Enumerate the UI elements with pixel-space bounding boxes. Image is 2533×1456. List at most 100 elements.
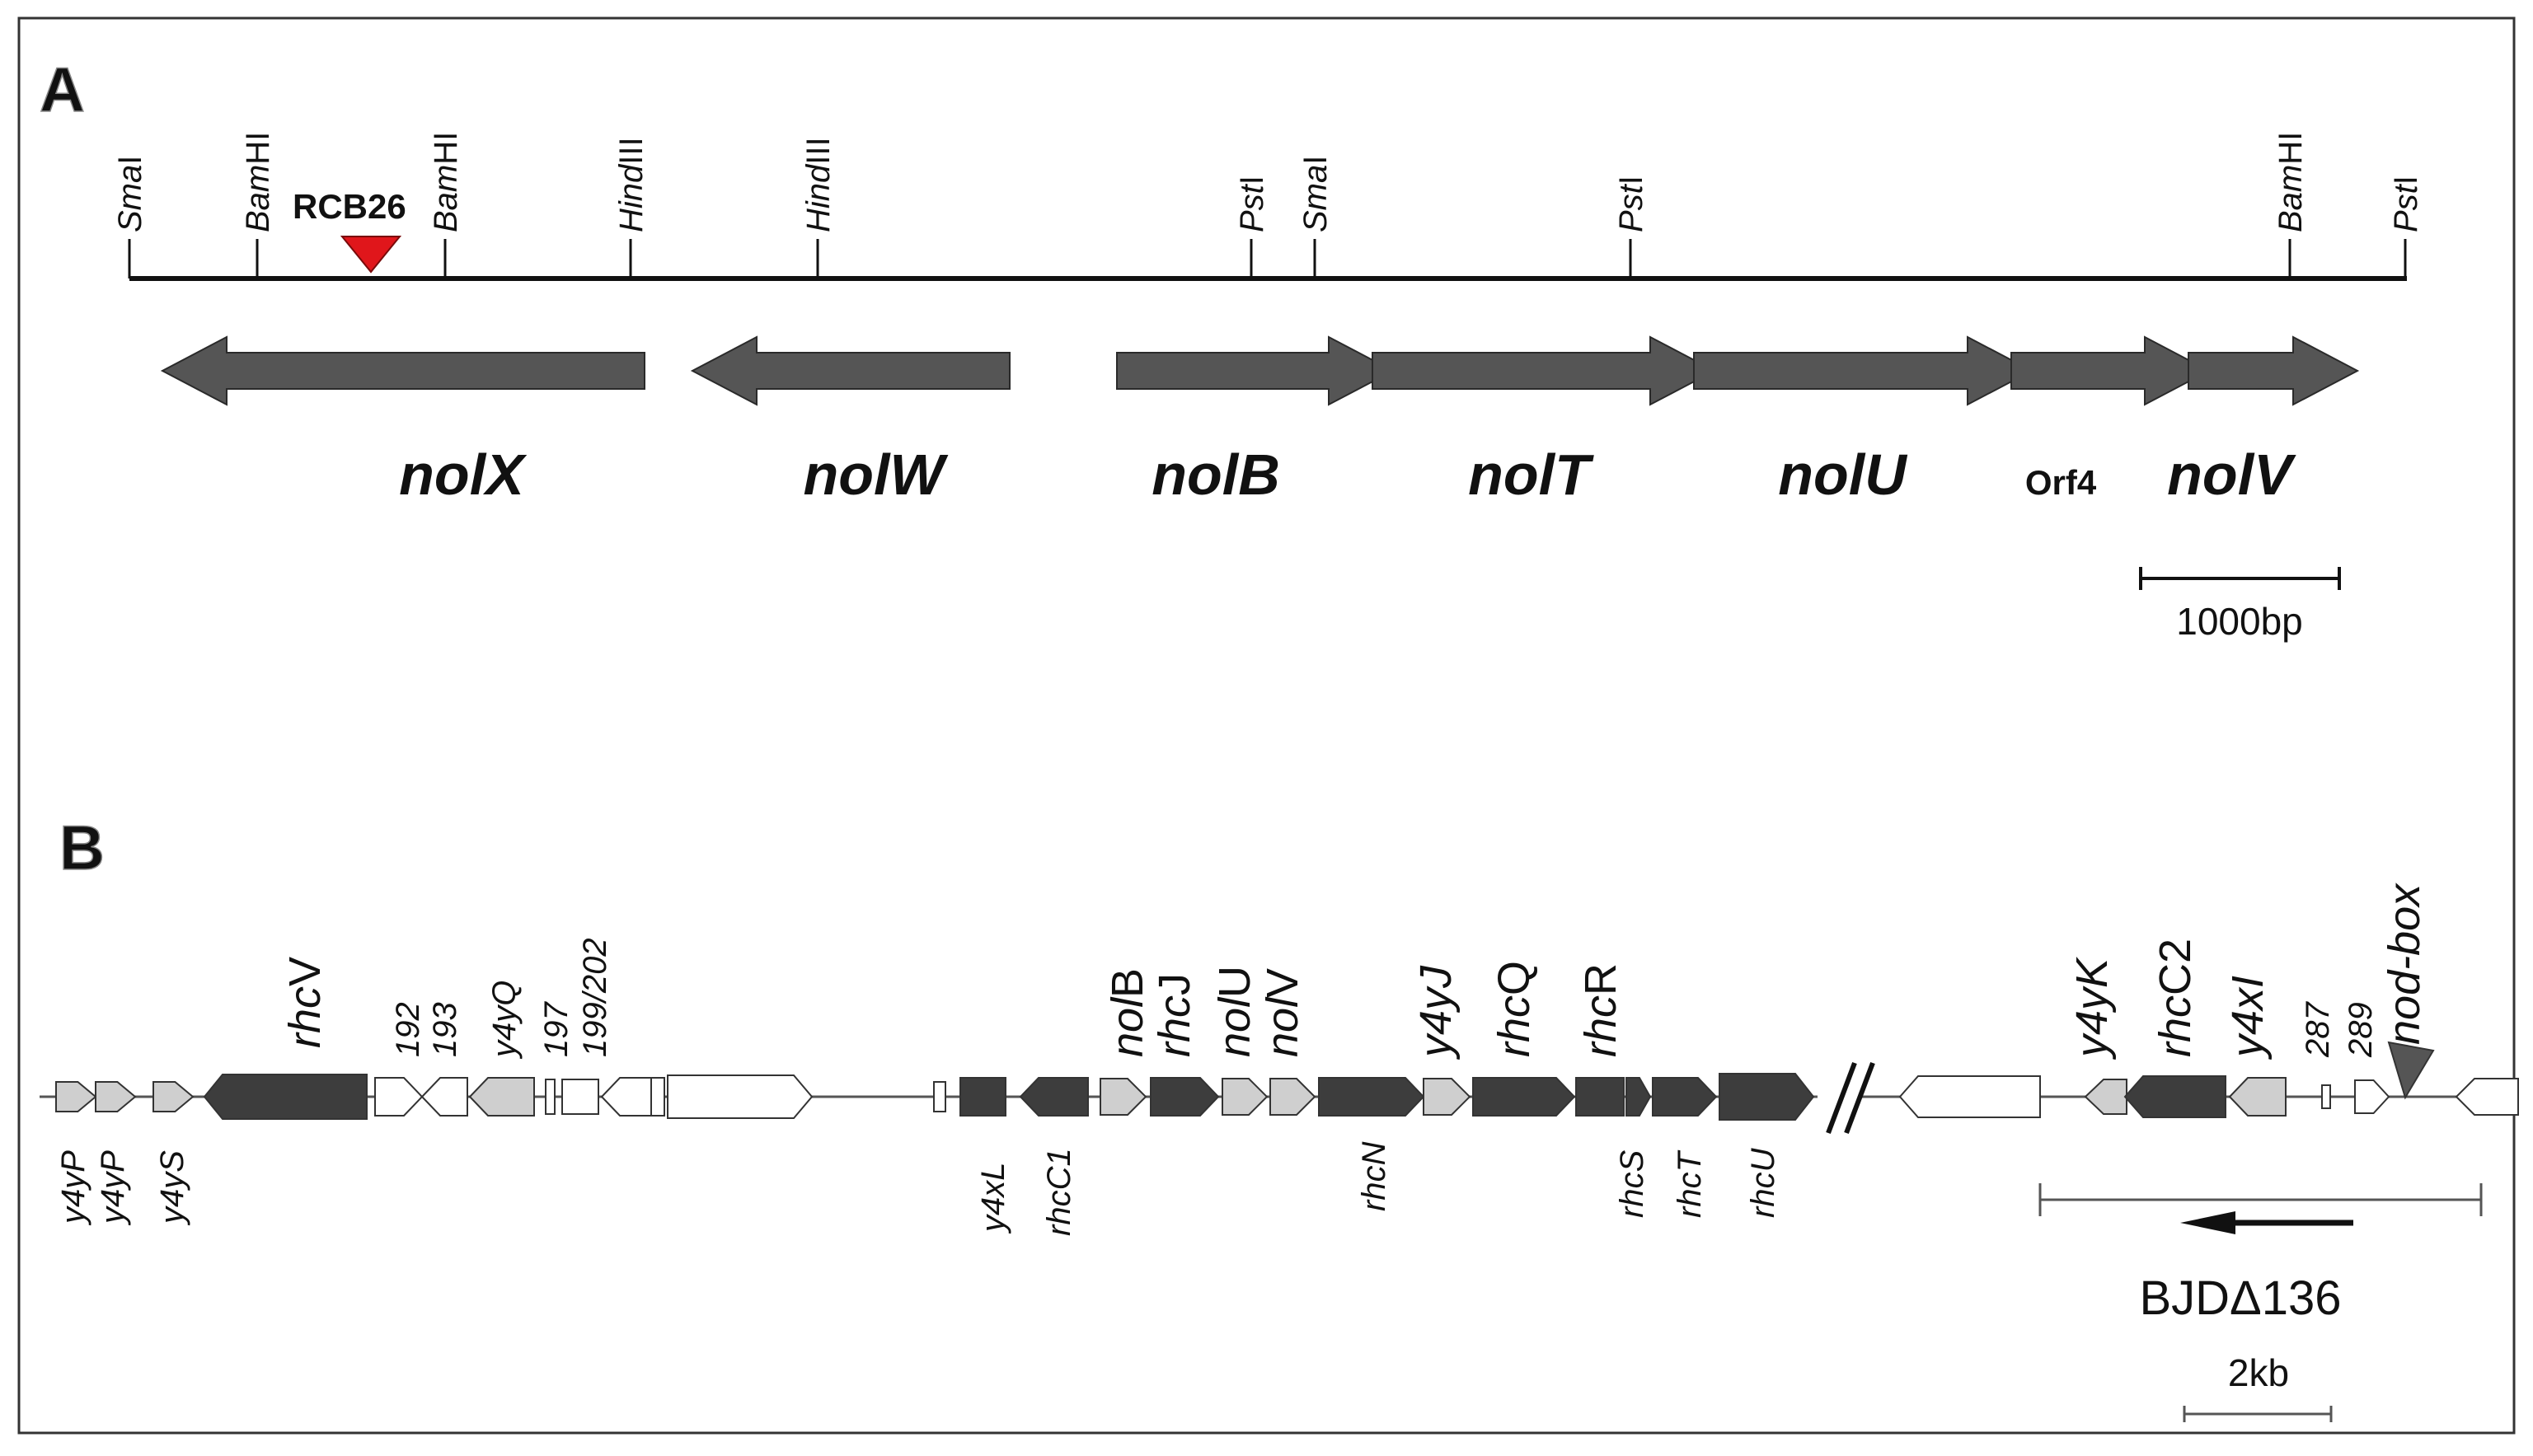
- lower-label-b: y4yS: [154, 1150, 190, 1226]
- gene-arrow-b: [2123, 1075, 2226, 1118]
- gene-arrow-nolu: [1693, 335, 2034, 406]
- gene-arrow-b: [650, 1077, 665, 1117]
- gene-arrow-b: [420, 1077, 468, 1117]
- upper-label-b: 197: [538, 1001, 575, 1057]
- upper-label-b: rhcJ: [1150, 973, 1199, 1057]
- gene-label-nolx: nolX: [399, 442, 528, 507]
- upper-label-b: y4yQ: [486, 981, 523, 1060]
- deletion-label: BJDΔ136: [2139, 1271, 2341, 1325]
- gene-label-nolt: nolT: [1468, 442, 1594, 507]
- insertion-label: RCB26: [293, 187, 406, 226]
- restriction-site-label: BamHI: [240, 132, 276, 232]
- lower-label-b: rhcN: [1356, 1141, 1392, 1211]
- insertion-marker-icon: [340, 236, 402, 274]
- restriction-site-ticks: [128, 239, 2407, 279]
- upper-label-b: 192: [390, 1002, 426, 1057]
- restriction-site-label: BamHI: [428, 132, 464, 232]
- upper-label-b: rhcC2: [2151, 939, 2200, 1057]
- upper-label-b: rhcQ: [1489, 961, 1539, 1057]
- gene-arrow-b: [1269, 1078, 1316, 1116]
- lower-label-b: y4xL: [975, 1163, 1011, 1235]
- lower-label-b: rhcC1: [1041, 1148, 1077, 1236]
- deletion-bar: BJDΔ136: [2038, 1183, 2483, 1325]
- figure-frame: [17, 16, 2516, 1435]
- lower-label-b: y4yP: [55, 1150, 91, 1226]
- upper-label-b: rhcR: [1576, 963, 1625, 1057]
- gene-arrow-b: [2455, 1078, 2519, 1116]
- restriction-site-label: HindIII: [613, 137, 650, 232]
- lower-label-b: y4yP: [95, 1150, 131, 1226]
- gene-arrows-b: [55, 1073, 2519, 1121]
- gene-arrow-b: [1575, 1077, 1625, 1117]
- upper-label-b: 193: [427, 1002, 463, 1057]
- gene-arrow-b: [1898, 1075, 2041, 1118]
- upper-label-b: nolB: [1103, 968, 1152, 1057]
- upper-label-b: 199/202: [577, 938, 613, 1057]
- panel-a-letter: A: [40, 55, 85, 125]
- nod-box-icon: [2387, 1041, 2435, 1100]
- gene-arrow-b: [933, 1081, 946, 1112]
- gene-arrow-b: [2321, 1084, 2331, 1109]
- gene-arrow-b: [545, 1079, 556, 1115]
- restriction-site-label: SmaI: [1297, 156, 1334, 232]
- restriction-site-label: HindIII: [800, 137, 837, 232]
- lower-label-b: rhcU: [1745, 1147, 1781, 1218]
- gene-label-orf4: Orf4: [2025, 463, 2097, 502]
- gene-arrow-nolw: [690, 335, 1011, 406]
- upper-label-b: rhcV: [280, 957, 330, 1048]
- upper-label-b: y4xI: [2223, 976, 2273, 1060]
- gene-arrow-b: [667, 1074, 814, 1119]
- gene-arrow-b: [1472, 1077, 1576, 1117]
- restriction-site-label: SmaI: [112, 156, 148, 232]
- upper-label-b: 287: [2300, 1001, 2336, 1058]
- gene-label-nolw: nolW: [803, 442, 949, 507]
- upper-label-b: nolV: [1258, 968, 1307, 1057]
- break-mark-1: [1826, 1061, 1857, 1135]
- gene-arrow-b: [2084, 1079, 2127, 1115]
- gene-label-nolv: nolV: [2167, 442, 2296, 507]
- gene-arrow-b: [203, 1074, 368, 1120]
- gene-arrow-nolv: [2188, 335, 2360, 406]
- gene-arrow-nolb: [1116, 335, 1395, 406]
- restriction-site-label: PstI: [1613, 176, 1649, 232]
- gene-arrow-b: [1019, 1077, 1089, 1117]
- scale-bar-a-label: 1000bp: [2176, 600, 2303, 643]
- gene-arrow-b: [468, 1077, 535, 1117]
- break-mark-2: [1844, 1061, 1875, 1135]
- upper-label-b: 289: [2343, 1002, 2379, 1058]
- gene-arrow-b: [1150, 1077, 1220, 1117]
- panel-b-letter: B: [59, 813, 105, 883]
- restriction-site-label: PstI: [1234, 176, 1270, 232]
- upper-label-b: y4yK: [2067, 957, 2117, 1060]
- deletion-direction-icon: [2180, 1211, 2235, 1234]
- gene-arrow-b: [152, 1081, 195, 1112]
- gene-arrow-b: [374, 1077, 424, 1117]
- lower-label-b: rhcS: [1614, 1149, 1650, 1218]
- gene-arrow-b: [1222, 1078, 1269, 1116]
- gene-label-nolu: nolU: [1778, 442, 1907, 507]
- gene-arrow-b: [1625, 1077, 1652, 1117]
- gene-arrow-b: [1652, 1077, 1718, 1117]
- gene-arrow-nolt: [1372, 335, 1717, 406]
- restriction-site-label: PstI: [2388, 176, 2424, 232]
- panel-a-map: SmaI BamHI BamHI HindIII HindIII PstI SmaI PstI…: [112, 132, 2424, 643]
- upper-label-b: nod-box: [2380, 882, 2429, 1045]
- upper-label-b: y4yJ: [1411, 965, 1461, 1060]
- restriction-site-label: BamHI: [2273, 132, 2309, 232]
- gene-arrow-b: [1423, 1078, 1471, 1116]
- gene-arrow-b: [1100, 1078, 1147, 1116]
- upper-label-b: nolU: [1210, 966, 1259, 1057]
- gene-arrow-b: [561, 1079, 599, 1115]
- gene-arrow-nolx: [160, 335, 645, 406]
- gene-arrow-b: [1318, 1077, 1425, 1117]
- scale-bar-b: 2kb: [2183, 1351, 2333, 1422]
- restriction-site-labels: SmaI BamHI BamHI HindIII HindIII PstI SmaI PstI…: [112, 132, 2424, 232]
- gene-arrow-b: [2354, 1079, 2390, 1114]
- gene-arrow-b: [959, 1077, 1006, 1117]
- lower-label-b: rhcT: [1672, 1149, 1708, 1218]
